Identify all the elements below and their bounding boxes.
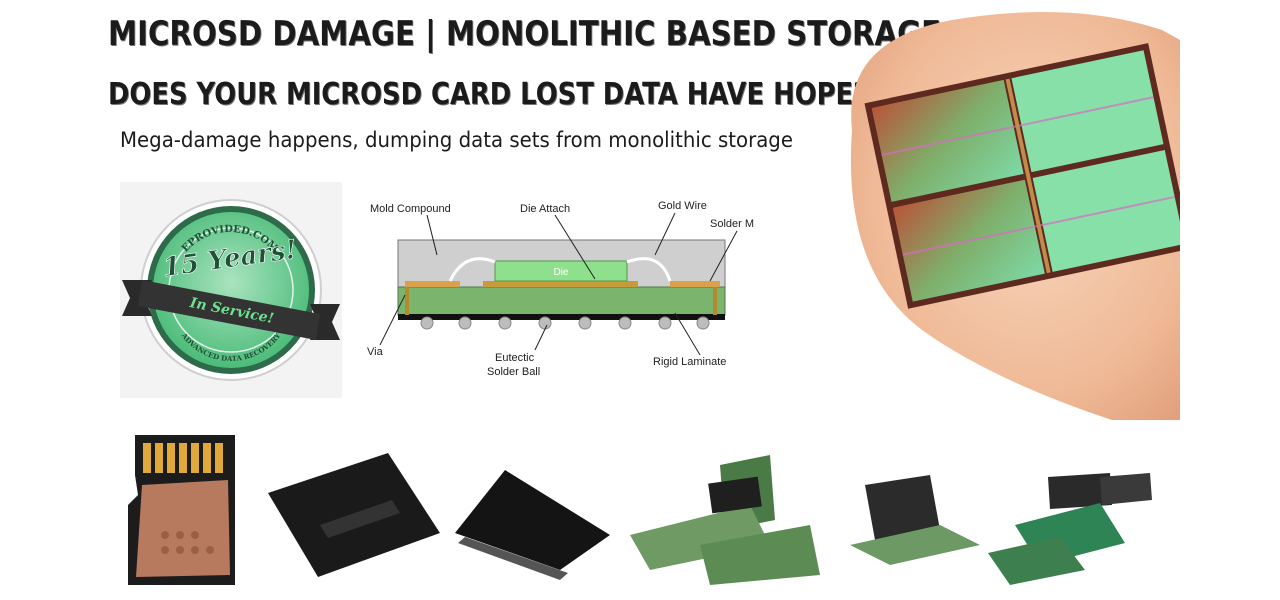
die-attach-layer xyxy=(483,281,638,287)
page-subtitle: Mega-damage happens, dumping data sets f… xyxy=(120,128,793,152)
service-badge: EPROVIDED.COM ADVANCED DATA RECOVERY 15 … xyxy=(122,199,340,381)
solder-mask-right xyxy=(670,281,720,287)
fingertip-photo xyxy=(812,0,1180,420)
solder-balls xyxy=(420,316,710,330)
die-label: Die xyxy=(553,267,568,278)
label-solder-ball: Solder Ball xyxy=(487,366,540,378)
page-title: MICROSD DAMAGE | MONOLITHIC BASED STORAG… xyxy=(108,14,942,54)
emmc-chips-image xyxy=(630,455,820,585)
die-block xyxy=(494,260,628,282)
microsd-card-image xyxy=(128,435,235,585)
label-rigid-laminate: Rigid Laminate xyxy=(653,356,726,368)
solder-mask-left xyxy=(405,281,460,287)
label-mold-compound: Mold Compound xyxy=(370,203,451,215)
badge-panel: EPROVIDED.COM ADVANCED DATA RECOVERY 15 … xyxy=(120,182,342,398)
page-question: DOES YOUR MICROSD CARD LOST DATA HAVE HO… xyxy=(108,77,869,112)
chip-photo-strip xyxy=(128,435,1152,585)
small-green-chip-image xyxy=(850,475,980,565)
label-eutectic: Eutectic xyxy=(495,352,535,364)
label-die-attach: Die Attach xyxy=(520,203,570,215)
bga-chip-image xyxy=(268,453,440,577)
memory-die xyxy=(864,43,1180,309)
solder-mask-bottom xyxy=(398,314,725,320)
package-cross-section-diagram: Die Mold Compound Die Attach Gold Wire S… xyxy=(367,200,754,378)
label-gold-wire: Gold Wire xyxy=(658,200,707,212)
tsop-chip-image xyxy=(455,470,610,580)
rigid-laminate-layer xyxy=(397,286,726,316)
label-solder-mask: Solder M xyxy=(710,218,754,230)
chip-group-image xyxy=(988,473,1152,585)
label-via: Via xyxy=(367,346,384,358)
